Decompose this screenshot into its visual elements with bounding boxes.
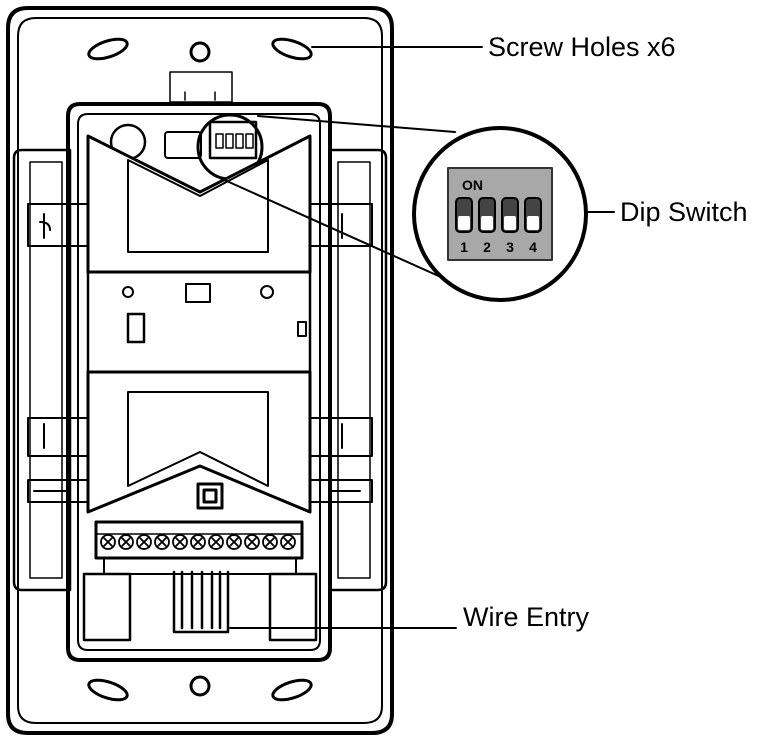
screw-holes-label: Screw Holes x6	[488, 32, 676, 62]
dip-switch-number-4: 4	[529, 239, 537, 255]
wall-plate-outline	[6, 6, 394, 735]
wire-entry-slot	[172, 570, 230, 634]
dip-switch-key-4: 4	[524, 197, 542, 255]
dip-switch-on-label: ON	[462, 177, 483, 193]
top-screw-holes	[87, 37, 313, 63]
dip-switch-label: Dip Switch	[620, 197, 748, 227]
screw-hole-bottom-left	[87, 678, 129, 702]
terminal-base	[103, 557, 297, 575]
wire-channel	[82, 572, 318, 642]
terminal-screw	[172, 534, 188, 550]
terminal-screw	[136, 534, 152, 550]
dip-switch-key-2: 2	[478, 197, 496, 255]
lower-cover-cut	[127, 391, 269, 487]
housing-outline	[66, 102, 332, 662]
middle-hole-left	[122, 286, 134, 298]
middle-slot	[126, 312, 146, 344]
left-frame-rail-inner	[29, 161, 63, 579]
screw-hole-top-right	[271, 37, 313, 61]
screw-hole-top-center	[189, 41, 211, 63]
bottom-screw-holes	[87, 675, 313, 702]
wall-plate-inner-outline	[17, 17, 383, 724]
terminal-screw	[208, 534, 224, 550]
lower-latch	[196, 482, 224, 510]
middle-tab	[185, 283, 211, 303]
middle-hole-right	[260, 285, 274, 299]
right-frame-rail	[328, 148, 388, 592]
screw-hole-bottom-right	[271, 678, 313, 702]
dip-switch-key-1: 1	[455, 197, 473, 255]
screw-hole-top-left	[87, 37, 129, 61]
dip-switch-leader-top	[257, 115, 456, 133]
screw-hole-bottom-center	[189, 675, 211, 697]
small-component	[164, 131, 202, 159]
housing-inner-outline	[77, 113, 321, 651]
middle-plate	[86, 270, 312, 374]
terminal-screw	[244, 534, 260, 550]
terminal-screw	[280, 534, 296, 550]
right-frame-rail-inner	[337, 161, 371, 579]
dip-switch-number-2: 2	[483, 239, 491, 255]
terminal-screw	[262, 534, 278, 550]
left-mount-tabs	[27, 203, 89, 503]
terminal-screw	[100, 534, 116, 550]
dip-switch-board-keys	[215, 133, 254, 149]
terminal-screw	[190, 534, 206, 550]
dip-switch-key-3: 3	[501, 197, 519, 255]
dip-switch-number-3: 3	[506, 239, 514, 255]
top-bracket	[169, 71, 233, 103]
terminal-screw	[226, 534, 242, 550]
wire-entry-label: Wire Entry	[463, 602, 590, 632]
dip-switch-on-board	[208, 120, 258, 160]
left-frame-rail	[12, 148, 72, 592]
dip-switch-leader-bottom	[219, 177, 453, 283]
middle-slot-right	[297, 321, 307, 337]
terminal-screws	[100, 534, 296, 550]
terminal-screw	[118, 534, 134, 550]
dip-switch-number-1: 1	[460, 239, 468, 255]
terminal-screw	[154, 534, 170, 550]
upper-cover-cut	[127, 159, 269, 253]
